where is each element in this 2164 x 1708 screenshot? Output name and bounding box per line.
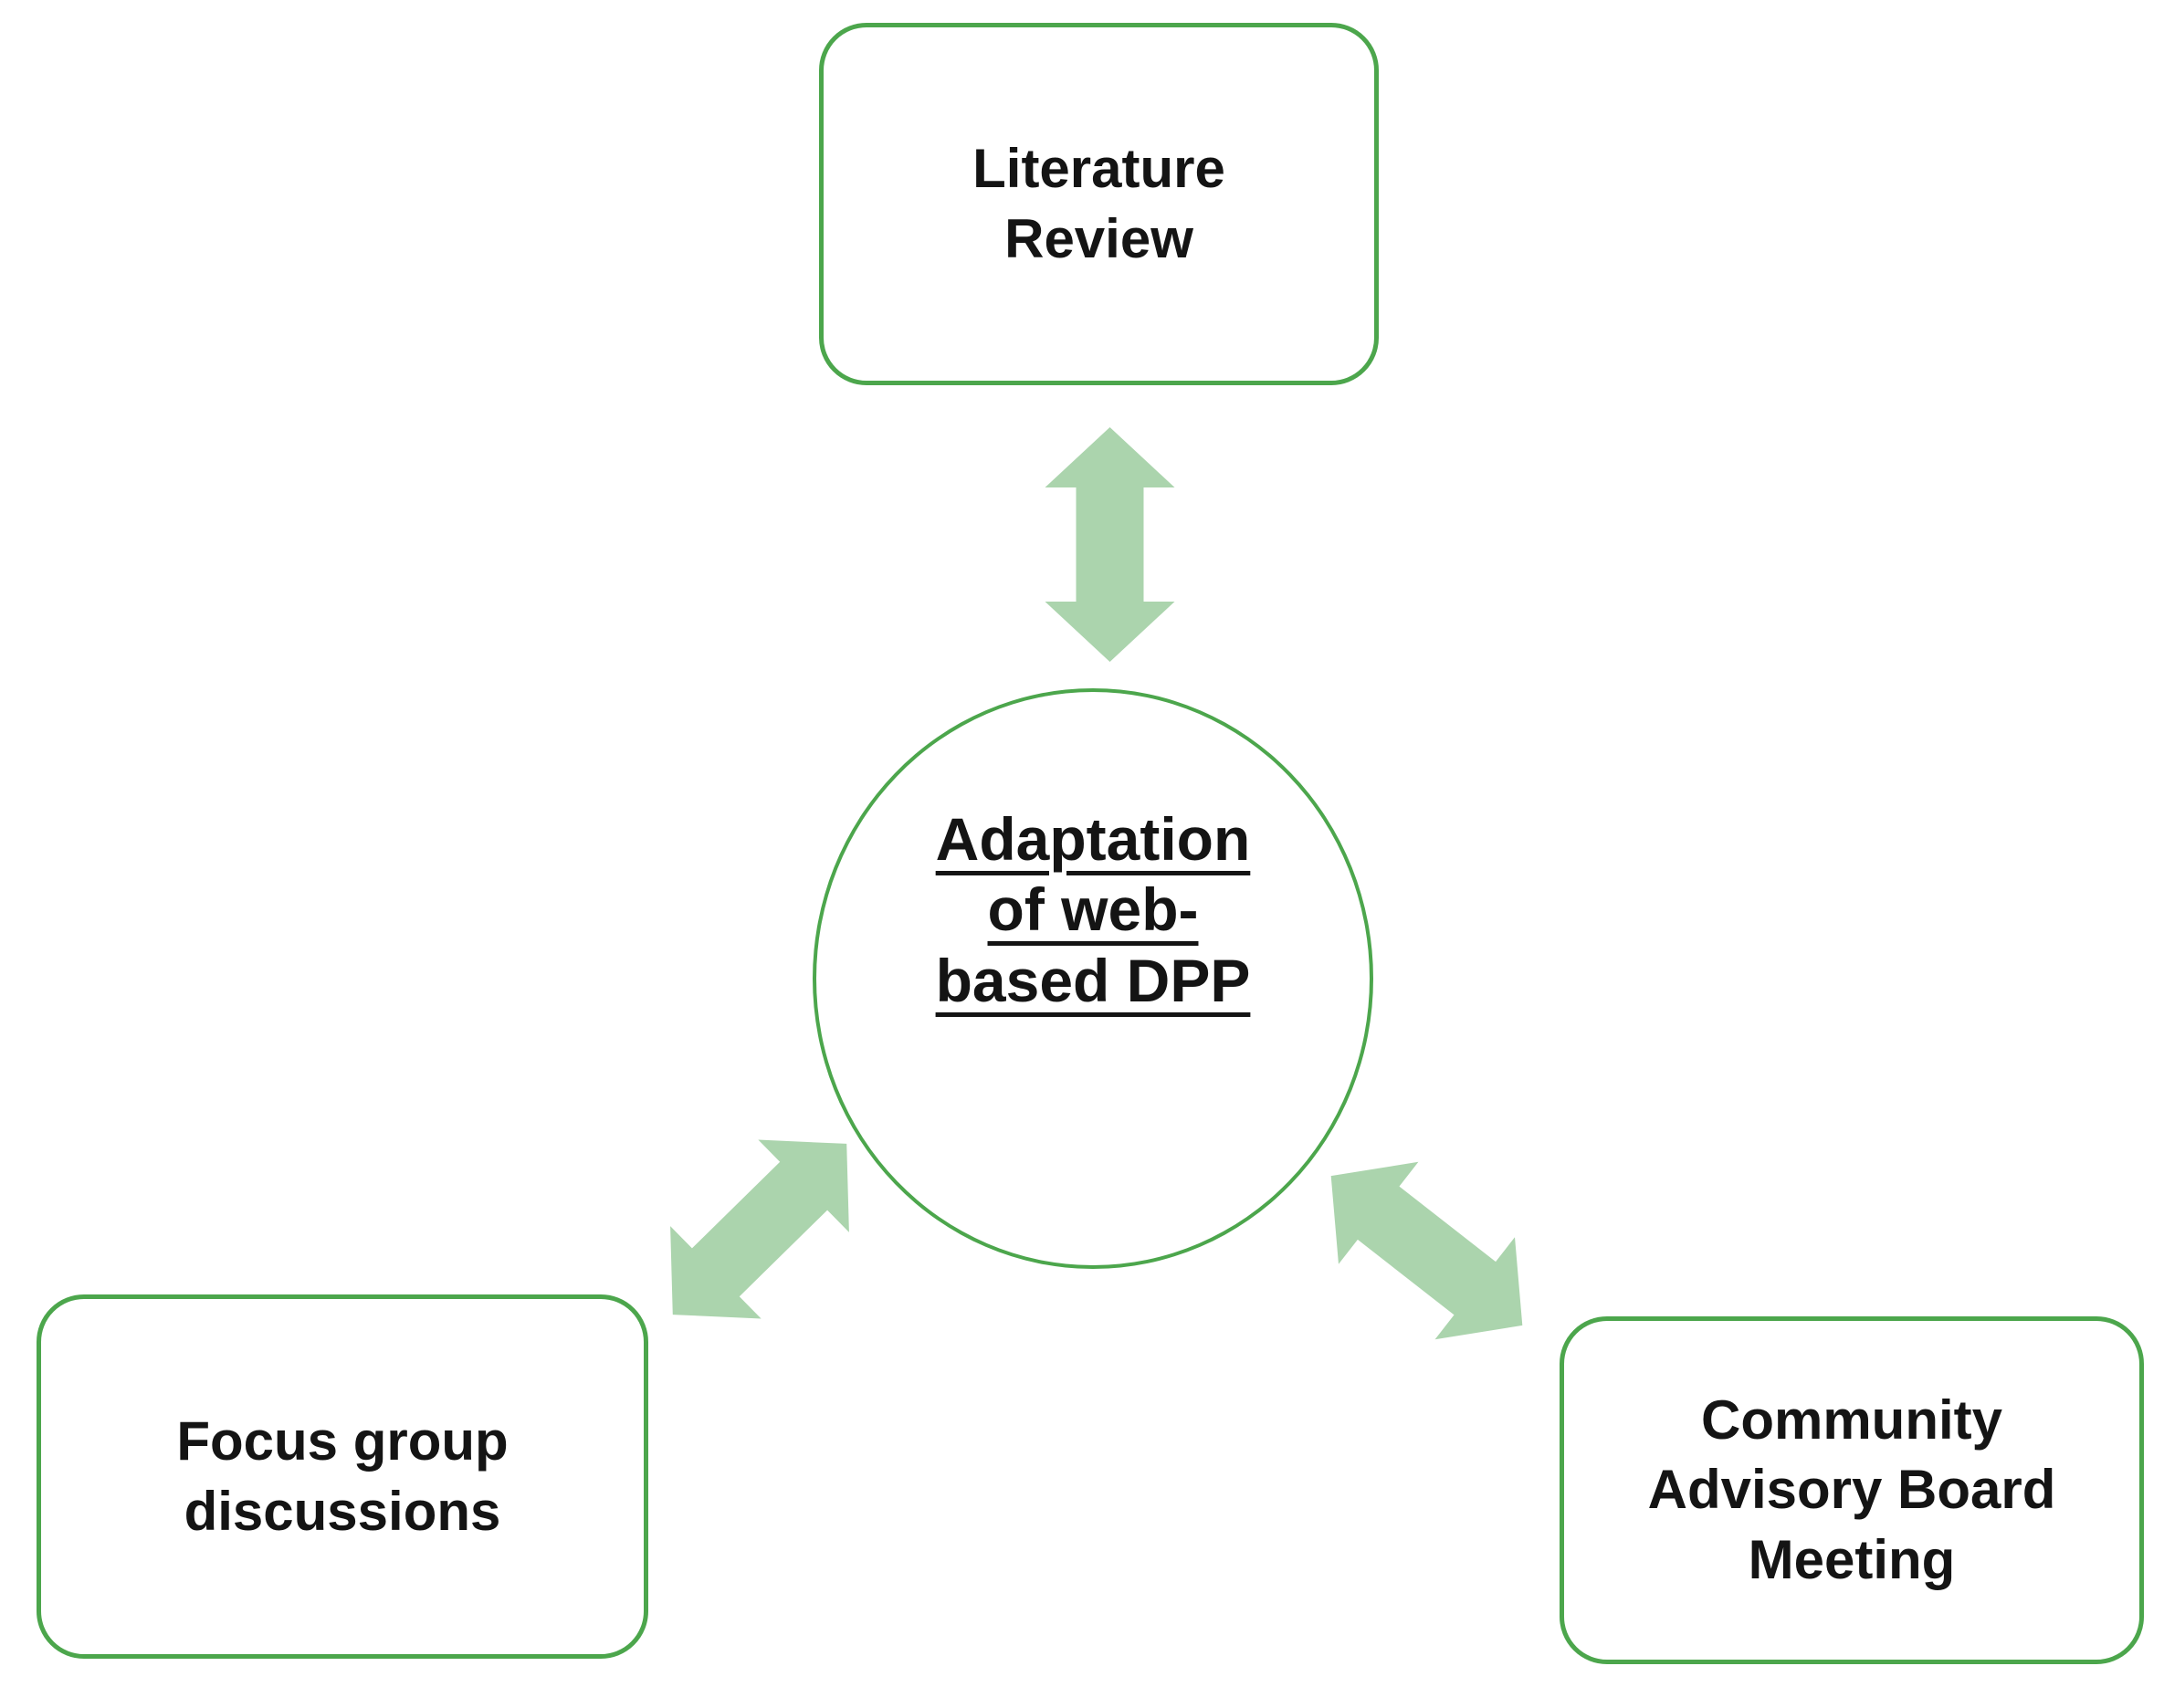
double-arrow-diagonal-left-icon bbox=[670, 1139, 849, 1319]
double-arrow-diagonal-right-icon bbox=[1330, 1161, 1523, 1340]
box-line: discussions bbox=[184, 1480, 501, 1542]
community-advisory-board-meeting-box: Community Advisory Board Meeting bbox=[1560, 1316, 2144, 1664]
adaptation-of-web-based-dpp-circle: Adaptation of web- based DPP bbox=[813, 688, 1373, 1269]
box-line: Meeting bbox=[1748, 1528, 1956, 1590]
literature-review-box: Literature Review bbox=[819, 23, 1379, 385]
box-line: Community bbox=[1701, 1389, 2002, 1451]
box-line: Advisory Board bbox=[1647, 1459, 2056, 1521]
circle-line: based DPP bbox=[935, 946, 1251, 1014]
box-line: Focus group bbox=[176, 1410, 509, 1472]
focus-group-discussions-box: Focus group discussions bbox=[37, 1294, 648, 1659]
box-line: Literature bbox=[972, 138, 1225, 200]
circle-line: of web- bbox=[987, 875, 1199, 944]
box-line: Review bbox=[1004, 207, 1193, 269]
double-arrow-vertical-icon bbox=[1045, 427, 1175, 662]
circle-line: Adaptation bbox=[935, 805, 1251, 874]
